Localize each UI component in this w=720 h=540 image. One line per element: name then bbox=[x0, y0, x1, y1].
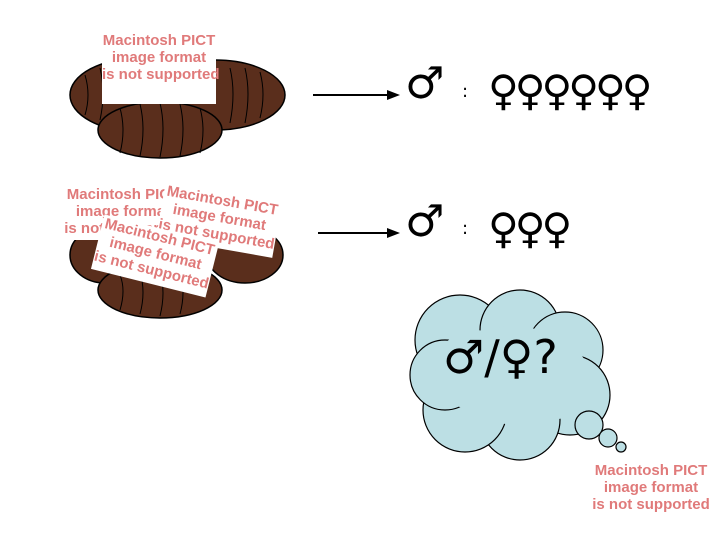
arrow-top bbox=[313, 90, 400, 100]
thought-bubble-small bbox=[615, 441, 627, 453]
placeholder-line-3: is not supported bbox=[592, 496, 710, 513]
placeholder-line-1: Macintosh PICT bbox=[66, 186, 180, 203]
ratio-separator-row2: : bbox=[462, 218, 469, 239]
male-symbol-row2: ♂ bbox=[405, 196, 445, 247]
arrow-middle bbox=[318, 228, 400, 238]
placeholder-line-2: image format bbox=[111, 49, 207, 66]
placeholder-line-2: image format bbox=[603, 479, 699, 496]
female-symbols-row2: ♀♀♀ bbox=[488, 204, 572, 253]
thought-cloud bbox=[409, 289, 627, 461]
placeholder-line-1: Macintosh PICT bbox=[594, 462, 708, 479]
thought-question: ♂/♀? bbox=[443, 330, 558, 384]
male-symbol-row1: ♂ bbox=[405, 58, 445, 109]
placeholder-line-3: is not supported bbox=[102, 66, 220, 83]
thought-bubble-medium bbox=[598, 428, 618, 448]
placeholder-line-2: image format bbox=[75, 203, 171, 220]
female-symbols-row1: ♀♀♀♀♀♀ bbox=[488, 66, 653, 115]
placeholder-line-1: Macintosh PICT bbox=[102, 32, 216, 49]
ratio-separator-row1: : bbox=[462, 81, 469, 102]
image-placeholder-bottom: Macintosh PICT image format is not suppo… bbox=[582, 462, 720, 516]
image-placeholder-top: Macintosh PICT image format is not suppo… bbox=[102, 32, 220, 104]
thought-bubble-large bbox=[574, 410, 604, 440]
